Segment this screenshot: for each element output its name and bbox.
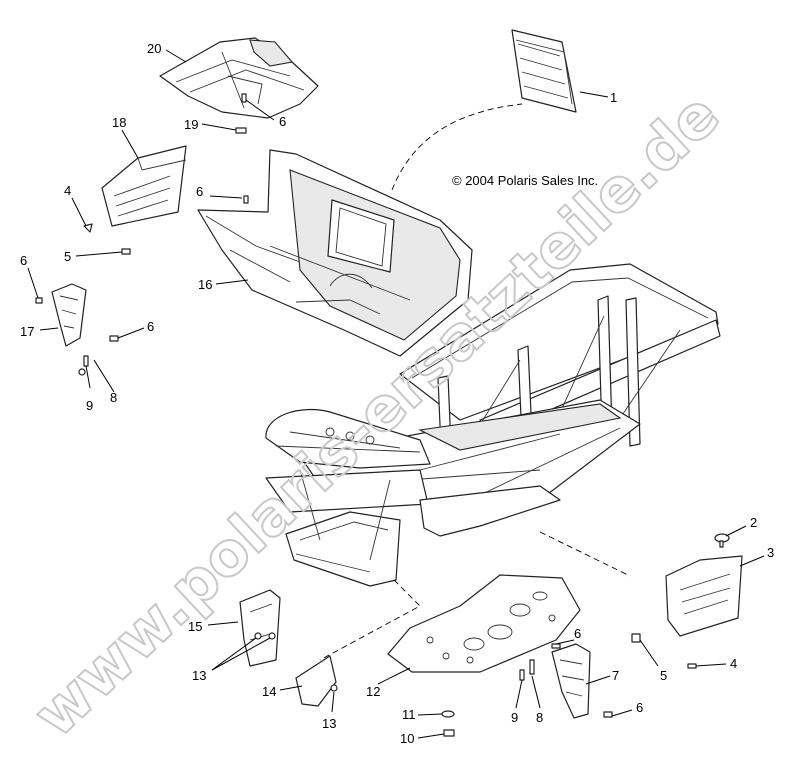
callout-14: 14 <box>262 684 276 699</box>
assembly-lines <box>319 103 631 661</box>
part-1-grille-panel <box>511 29 577 113</box>
callout-3: 3 <box>767 545 774 560</box>
part-14-small-panel <box>295 655 337 707</box>
callout-6-b: 6 <box>196 184 203 199</box>
callout-6-f: 6 <box>636 700 643 715</box>
callout-9-a: 9 <box>86 398 93 413</box>
callout-13-a: 13 <box>192 668 206 683</box>
callout-1: 1 <box>610 90 617 105</box>
callout-8-b: 8 <box>536 710 543 725</box>
callout-5-b: 5 <box>660 668 667 683</box>
callout-7: 7 <box>612 668 619 683</box>
callout-4-b: 4 <box>730 656 737 671</box>
callout-15: 15 <box>188 619 202 634</box>
part-7-foot-guard <box>551 643 591 719</box>
part-15-front-panel <box>239 589 281 667</box>
callout-17: 17 <box>20 324 34 339</box>
callout-10: 10 <box>400 731 414 746</box>
leader-lines <box>27 49 765 739</box>
callout-5-a: 5 <box>64 249 71 264</box>
part-20-floor-pan <box>159 37 319 119</box>
callout-6-e: 6 <box>574 626 581 641</box>
callout-16: 16 <box>198 277 212 292</box>
callout-labels: 20 1 6 19 18 4 6 5 6 16 17 6 8 9 2 3 4 5… <box>20 41 774 746</box>
callout-11: 11 <box>402 707 416 722</box>
callout-6-d: 6 <box>147 319 154 334</box>
callout-20: 20 <box>147 41 161 56</box>
part-3-side-panel <box>665 555 743 637</box>
callout-19: 19 <box>184 117 198 132</box>
part-12-floor-pan <box>387 574 581 673</box>
callout-8-a: 8 <box>110 390 117 405</box>
callout-13-b: 13 <box>322 716 336 731</box>
callout-18: 18 <box>112 115 126 130</box>
copyright-notice: © 2004 Polaris Sales Inc. <box>452 173 598 188</box>
callout-12: 12 <box>366 684 380 699</box>
callout-9-b: 9 <box>511 710 518 725</box>
callout-4-a: 4 <box>64 183 71 198</box>
callout-2: 2 <box>750 515 757 530</box>
callout-6-a: 6 <box>279 114 286 129</box>
callout-6-c: 6 <box>20 253 27 268</box>
hardware <box>35 93 730 737</box>
part-18-side-panel <box>101 145 187 227</box>
main-frame <box>265 263 721 587</box>
part-16-cargo-box <box>197 149 473 357</box>
part-17-foot-guard <box>51 283 87 347</box>
